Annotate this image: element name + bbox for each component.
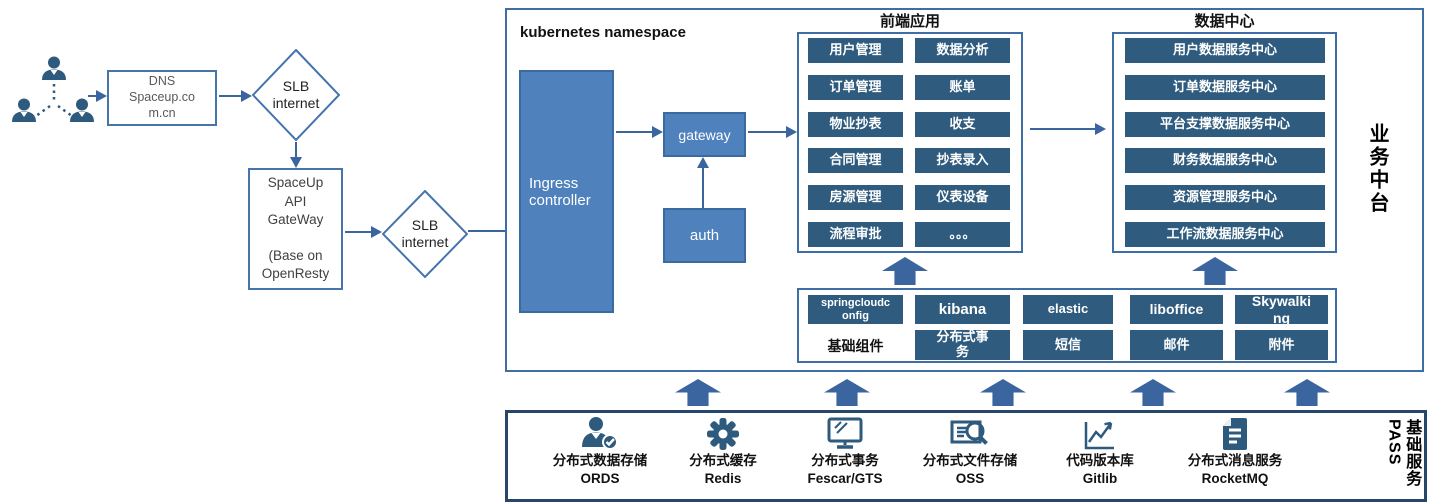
component-item[interactable]: Skywalking bbox=[1235, 293, 1328, 326]
frontend-app-item[interactable]: 抄表录入 bbox=[915, 148, 1010, 173]
message-doc-icon bbox=[1223, 418, 1247, 450]
frontend-app-item[interactable]: 账单 bbox=[915, 75, 1010, 100]
arrow-ingress-to-gateway bbox=[616, 126, 663, 138]
service-oss[interactable]: 分布式文件存储 OSS bbox=[895, 416, 1045, 487]
frontend-apps-box: 用户管理 订单管理 物业抄表 合同管理 房源管理 流程审批 数据分析 账单 收支… bbox=[797, 32, 1023, 253]
service-fescar[interactable]: 分布式事务 Fescar/GTS bbox=[775, 416, 915, 487]
auth-box: auth bbox=[663, 208, 746, 263]
arrow-users-to-dns bbox=[88, 90, 107, 102]
component-item[interactable]: 邮件 bbox=[1130, 330, 1223, 360]
frontend-app-item[interactable]: 物业抄表 bbox=[808, 112, 903, 137]
user-check-icon bbox=[582, 417, 618, 450]
frontend-apps-title: 前端应用 bbox=[879, 13, 940, 30]
datacenter-item[interactable]: 资源管理服务中心 bbox=[1125, 185, 1325, 210]
frontend-app-item-more[interactable]: 。。。 bbox=[915, 222, 1010, 247]
service-redis[interactable]: 分布式缓存 Redis bbox=[653, 416, 793, 487]
users-group-icon bbox=[12, 56, 94, 122]
component-item[interactable]: 分布式事务 bbox=[915, 329, 1010, 360]
spaceup-api-gateway-box: SpaceUp API GateWay (Base on OpenResty bbox=[248, 168, 343, 290]
component-item[interactable]: springcloudconfig bbox=[808, 295, 903, 324]
datacenter-item[interactable]: 平台支撑数据服务中心 bbox=[1125, 112, 1325, 137]
component-item[interactable]: 短信 bbox=[1023, 330, 1113, 360]
datacenter-box: 用户数据服务中心 订单数据服务中心 平台支撑数据服务中心 财务数据服务中心 资源… bbox=[1112, 32, 1337, 253]
ingress-controller-box: Ingress controller bbox=[519, 70, 614, 313]
datacenter-title: 数据中心 bbox=[1194, 13, 1255, 30]
business-middle-platform-label: 业务中台 bbox=[1366, 123, 1388, 215]
arrow-slb1-to-apigw bbox=[290, 142, 302, 168]
frontend-app-item[interactable]: 仪表设备 bbox=[915, 185, 1010, 210]
datacenter-item[interactable]: 订单数据服务中心 bbox=[1125, 75, 1325, 100]
arrow-apigw-to-slb2 bbox=[345, 226, 382, 238]
frontend-app-item[interactable]: 数据分析 bbox=[915, 38, 1010, 63]
service-rocketmq[interactable]: 分布式消息服务 RocketMQ bbox=[1160, 416, 1310, 487]
arrow-paas-up-4 bbox=[1130, 379, 1176, 406]
arrow-dns-to-slb1 bbox=[219, 90, 252, 102]
component-item[interactable]: elastic bbox=[1023, 295, 1113, 324]
datacenter-item[interactable]: 工作流数据服务中心 bbox=[1125, 222, 1325, 247]
gear-icon bbox=[707, 418, 739, 450]
gateway-box: gateway bbox=[663, 112, 746, 157]
commit-chart-icon bbox=[1084, 421, 1114, 450]
arrow-paas-up-1 bbox=[675, 379, 721, 406]
base-components-box: springcloudconfig kibana elastic liboffi… bbox=[797, 288, 1337, 363]
base-components-label: 基础组件 bbox=[827, 338, 884, 354]
kubernetes-namespace-label: kubernetes namespace bbox=[520, 24, 686, 41]
datacenter-item[interactable]: 用户数据服务中心 bbox=[1125, 38, 1325, 63]
arrow-slb2-to-ingress bbox=[468, 225, 519, 237]
file-search-icon bbox=[950, 420, 988, 445]
component-item[interactable]: kibana bbox=[915, 295, 1010, 324]
frontend-app-item[interactable]: 房源管理 bbox=[808, 185, 903, 210]
paas-box: 分布式数据存储 ORDS 分布式缓存 Redis bbox=[505, 410, 1427, 502]
arrow-paas-up-2 bbox=[824, 379, 870, 406]
service-gitlib[interactable]: 代码版本库 Gitlib bbox=[1035, 416, 1165, 487]
component-item[interactable]: 附件 bbox=[1235, 330, 1328, 360]
arrow-gateway-to-frontend bbox=[748, 126, 797, 138]
monitor-icon bbox=[827, 417, 863, 449]
arrow-frontend-to-datacenter bbox=[1030, 123, 1106, 135]
frontend-app-item[interactable]: 合同管理 bbox=[808, 148, 903, 173]
frontend-app-item[interactable]: 订单管理 bbox=[808, 75, 903, 100]
arrow-auth-to-gateway bbox=[697, 157, 709, 208]
frontend-app-item[interactable]: 用户管理 bbox=[808, 38, 903, 63]
datacenter-item[interactable]: 财务数据服务中心 bbox=[1125, 148, 1325, 173]
frontend-app-item[interactable]: 收支 bbox=[915, 112, 1010, 137]
base-services-pass-label: 基础服务PASS bbox=[1385, 419, 1421, 487]
arrow-paas-up-3 bbox=[980, 379, 1026, 406]
dns-box: DNS Spaceup.co m.cn bbox=[107, 70, 217, 126]
component-item[interactable]: liboffice bbox=[1130, 295, 1223, 324]
service-ords[interactable]: 分布式数据存储 ORDS bbox=[525, 416, 675, 487]
frontend-app-item[interactable]: 流程审批 bbox=[808, 222, 903, 247]
arrow-paas-up-5 bbox=[1284, 379, 1330, 406]
